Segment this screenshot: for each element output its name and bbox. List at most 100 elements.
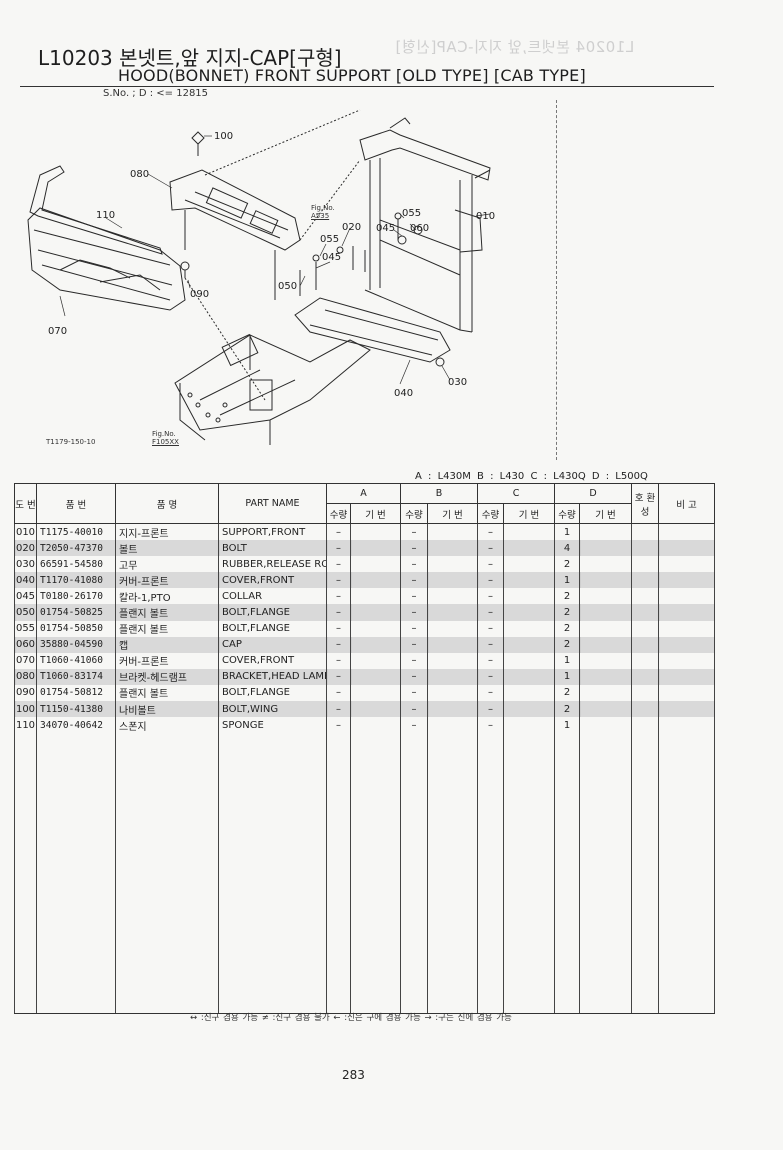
cell-a: – (326, 540, 351, 557)
cell-b: – (400, 652, 428, 669)
col-interchange: 호 환 성 (631, 483, 660, 524)
col-c-qty: 수량 (477, 503, 504, 524)
cell-name-kr: 플랜지 볼트 (115, 620, 219, 637)
cell-empty (427, 684, 478, 702)
cell-empty (427, 733, 478, 1015)
cell-a: – (326, 717, 351, 734)
cell-empty (658, 556, 716, 573)
cell-a: – (326, 572, 351, 589)
cell-empty (427, 540, 478, 557)
cell-empty (579, 572, 633, 589)
cell-empty (658, 668, 716, 685)
cell-empty (579, 717, 633, 734)
cell-part-name: BOLT,FLANGE (218, 620, 327, 637)
cell-name-kr: 캡 (115, 636, 219, 653)
callout-055-a: 055 (320, 234, 339, 245)
cell-empty (658, 604, 716, 621)
cell-a: – (326, 588, 351, 605)
cell-empty (502, 717, 556, 734)
cell-empty (350, 523, 401, 541)
cell-empty (502, 572, 556, 589)
cell-ref: 050 (14, 604, 37, 621)
cell-part-no: T1060-41060 (36, 652, 116, 669)
cell-part-name: BOLT (218, 540, 327, 557)
col-ref-no: 도 번 (14, 483, 37, 524)
cell-name-kr: 볼트 (115, 540, 219, 557)
cell-part-no: 01754-50812 (36, 684, 116, 702)
title-divider (20, 86, 714, 87)
cell-empty (14, 733, 37, 1015)
parts-table: 도 번 품 번 품 명 PART NAME A B C D 호 환 성 비 고 … (14, 483, 716, 1015)
cell-empty (218, 733, 327, 1015)
callout-080: 080 (130, 169, 149, 180)
col-group-a: A (326, 483, 401, 504)
cell-empty (350, 540, 401, 557)
cell-b: – (400, 572, 428, 589)
table-header-row: 도 번 품 번 품 명 PART NAME A B C D 호 환 성 비 고 (14, 483, 716, 524)
cell-empty (658, 717, 716, 734)
cell-d: 2 (554, 684, 581, 702)
cell-empty (631, 588, 660, 605)
table-filler-row (14, 733, 716, 1015)
cell-a: – (326, 701, 351, 718)
cell-part-name: BOLT,WING (218, 701, 327, 718)
cell-part-name: COLLAR (218, 588, 327, 605)
chassis-part (174, 334, 371, 431)
cell-empty (658, 620, 716, 637)
cell-part-name: SPONGE (218, 717, 327, 734)
cell-name-kr: 커버-프론트 (115, 572, 219, 589)
callout-045-a: 045 (322, 252, 341, 263)
figure-reference-a535: Fig.No. A535 (311, 204, 335, 220)
cell-part-name: BRACKET,HEAD LAMP (218, 668, 327, 685)
cell-b: – (400, 636, 428, 653)
cell-b: – (400, 540, 428, 557)
cell-ref: 030 (14, 556, 37, 573)
cell-empty (427, 523, 478, 541)
cell-empty (579, 523, 633, 541)
cell-d: 1 (554, 668, 581, 685)
sponge-part (29, 165, 163, 255)
cell-part-no: T0180-26170 (36, 588, 116, 605)
cell-empty (502, 556, 556, 573)
cell-part-name: RUBBER,RELEASE RO (218, 556, 327, 573)
cell-empty (631, 604, 660, 621)
front-cover-part (27, 207, 186, 311)
cell-empty (427, 717, 478, 734)
cell-empty (579, 684, 633, 702)
cell-c: – (477, 523, 504, 541)
cell-ref: 010 (14, 523, 37, 541)
cell-a: – (326, 684, 351, 702)
diagram-image-code: T1179-150-10 (46, 438, 96, 446)
cell-part-no: T1170-41080 (36, 572, 116, 589)
col-group-c: C (476, 483, 556, 504)
cell-empty (579, 604, 633, 621)
cell-a: – (326, 523, 351, 541)
cell-d: 1 (554, 652, 581, 669)
cell-part-name: CAP (218, 636, 327, 653)
cell-empty (427, 588, 478, 605)
cell-name-kr: 플랜지 볼트 (115, 604, 219, 621)
cell-empty (631, 701, 660, 718)
cell-empty (502, 733, 556, 1015)
col-a-qty: 수량 (326, 503, 351, 524)
cell-name-kr: 나비볼트 (115, 701, 219, 718)
callout-030: 030 (448, 377, 467, 388)
cell-part-no: T1150-41380 (36, 701, 116, 718)
cell-a: – (326, 668, 351, 685)
cell-c: – (477, 588, 504, 605)
bleed-through-text: L10204 본넷트,앞 지지-CAP[신형] (395, 38, 635, 56)
cell-empty (631, 684, 660, 702)
cell-empty (502, 540, 556, 557)
cell-part-name: SUPPORT,FRONT (218, 523, 327, 541)
cell-empty (502, 604, 556, 621)
cell-empty (350, 620, 401, 637)
cell-empty (427, 668, 478, 685)
cell-empty (631, 668, 660, 685)
cell-a: – (326, 556, 351, 573)
callout-055-b: 055 (402, 208, 421, 219)
lower-front-cover-part (294, 297, 451, 363)
cell-d: 2 (554, 636, 581, 653)
cell-empty (350, 604, 401, 621)
